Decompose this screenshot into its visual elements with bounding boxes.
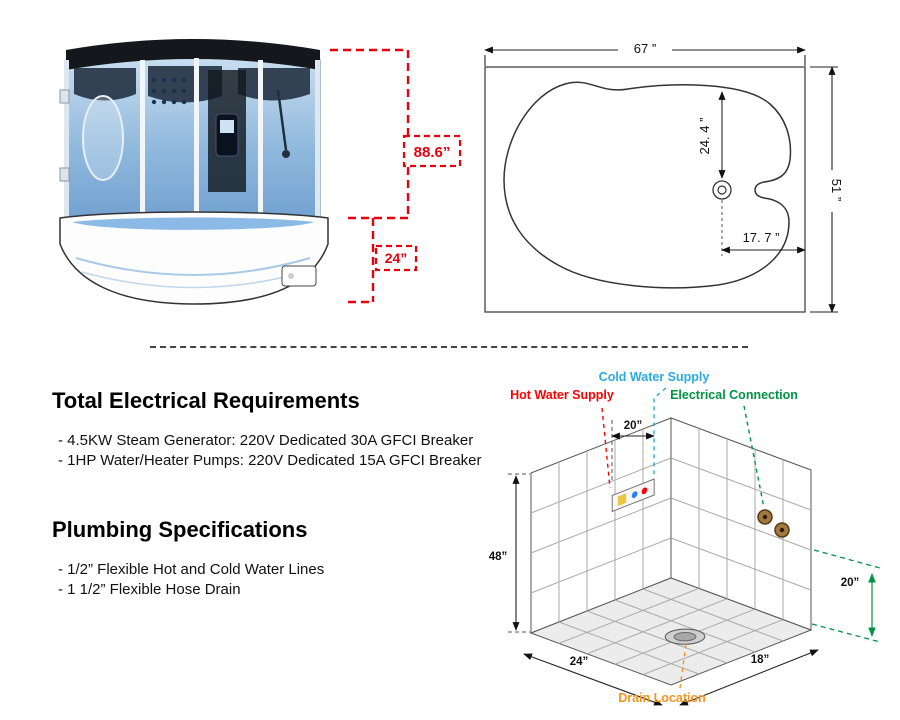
- specs-text: Total Electrical Requirements - 4.5KW St…: [52, 388, 492, 601]
- drain-from-top-dimension: 24. 4 ”: [697, 118, 712, 155]
- cold-valve: [631, 491, 638, 499]
- electrical-item: - 4.5KW Steam Generator: 220V Dedicated …: [58, 432, 474, 449]
- control-screen: [220, 120, 234, 133]
- supply-spacing-dimension: 20”: [624, 420, 643, 432]
- floor-left-dimension: 24”: [570, 656, 589, 668]
- tub-height-dimension-label: 24”: [385, 250, 408, 266]
- electrical-leader: [743, 405, 765, 509]
- installation-diagram: 20” 48” 24” 18” 20” Hot Water Supply Col…: [476, 368, 890, 718]
- hinge: [59, 89, 70, 104]
- plumbing-item: - 1/2” Flexible Hot and Cold Water Lines: [58, 561, 325, 578]
- enclosure-outline: [484, 66, 806, 313]
- cold-water-supply-label: Cold Water Supply: [599, 370, 710, 384]
- mirror-oval: [82, 95, 124, 181]
- electrical-item: - 1HP Water/Heater Pumps: 220V Dedicated…: [58, 452, 482, 469]
- hot-valve: [641, 487, 648, 495]
- electrical-connection-label: Electrical Connection: [670, 388, 798, 402]
- hot-leader: [601, 407, 611, 489]
- width-dimension: 67 ”: [634, 41, 656, 56]
- tub-outline: [503, 81, 792, 289]
- steam-shower-front-view: 88.6” 24”: [59, 39, 462, 305]
- hand-shower-head: [282, 150, 290, 158]
- front-view-dimensions: 88.6” 24”: [330, 48, 462, 304]
- plumbing-title: Plumbing Specifications: [52, 517, 308, 542]
- massage-jets: [151, 77, 187, 105]
- tub-control-box: [281, 265, 317, 287]
- plumbing-item: - 1 1/2” Flexible Hose Drain: [58, 581, 241, 598]
- depth-dimension: 51 ”: [829, 179, 844, 201]
- floor-right-dimension: 18”: [751, 654, 770, 666]
- cold-leader: [653, 387, 667, 476]
- tub-plan-view: 67 ” 51 ” 24. 4 ” 17. 7 ”: [484, 40, 844, 313]
- height-dimension-label: 88.6”: [414, 144, 451, 161]
- section-divider: [150, 346, 748, 348]
- drain-from-right-dimension: 17. 7 ”: [743, 230, 780, 245]
- shower-cabin: [59, 39, 329, 305]
- tub-water: [72, 217, 314, 230]
- hot-water-supply-label: Hot Water Supply: [510, 388, 614, 402]
- right-depth-dimension: 20”: [841, 577, 860, 589]
- hinge: [59, 167, 70, 182]
- drain-location-label: Drain Location: [618, 691, 706, 705]
- top-canopy: [66, 39, 320, 70]
- hand-shower-hose: [276, 89, 288, 151]
- electrical-title: Total Electrical Requirements: [52, 388, 360, 413]
- wall-height-dimension: 48”: [489, 551, 508, 563]
